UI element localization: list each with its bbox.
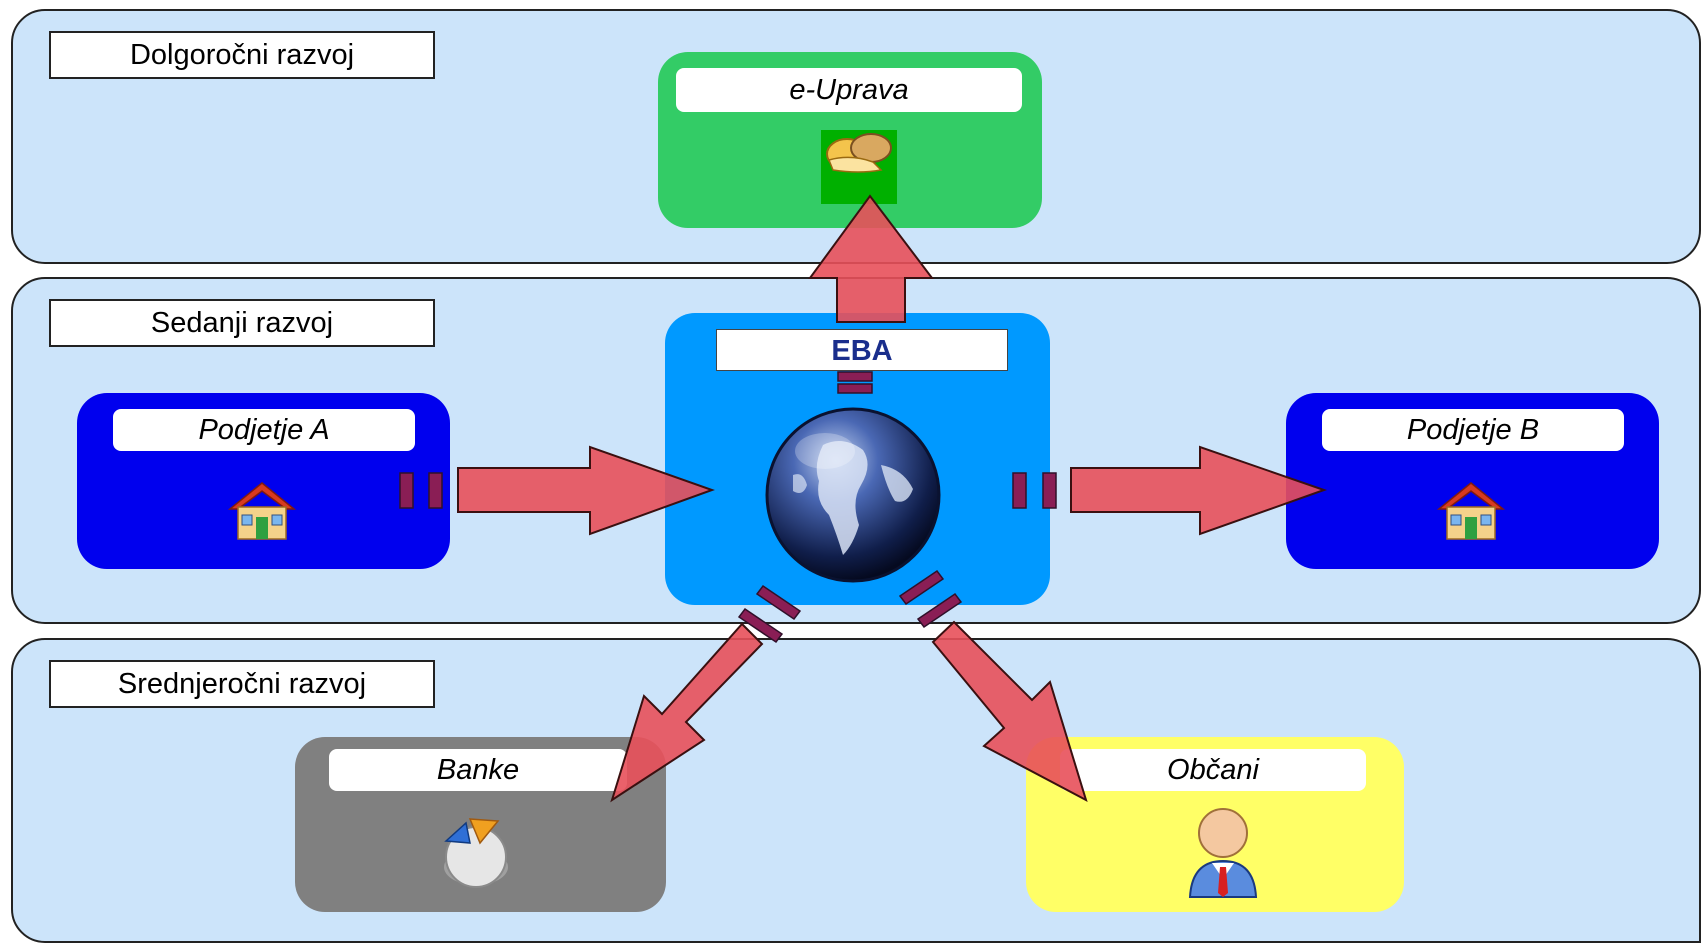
handshake-icon — [821, 130, 897, 204]
globe-icon — [763, 405, 943, 585]
node-label-citizens: Občani — [1060, 749, 1366, 791]
node-label-company-b: Podjetje B — [1322, 409, 1624, 451]
node-eba[interactable]: EBA — [665, 313, 1050, 605]
node-citizens[interactable]: Občani — [1026, 737, 1404, 912]
band-label-current: Sedanji razvoj — [49, 299, 435, 347]
node-banks[interactable]: Banke — [295, 737, 666, 912]
band-mid-term: Srednjeročni razvoj — [11, 638, 1701, 943]
node-label-company-a: Podjetje A — [113, 409, 415, 451]
user-icon — [1186, 805, 1260, 901]
node-e-uprava[interactable]: e-Uprava — [658, 52, 1042, 228]
node-label-banks: Banke — [329, 749, 627, 791]
pie-chart-icon — [436, 811, 516, 891]
node-company-b[interactable]: Podjetje B — [1286, 393, 1659, 569]
house-icon — [224, 477, 300, 543]
node-label-eba: EBA — [716, 329, 1008, 371]
node-company-a[interactable]: Podjetje A — [77, 393, 450, 569]
house-icon — [1433, 477, 1509, 543]
band-label-long-term: Dolgoročni razvoj — [49, 31, 435, 79]
node-label-e-uprava: e-Uprava — [676, 68, 1022, 112]
band-label-mid-term: Srednjeročni razvoj — [49, 660, 435, 708]
